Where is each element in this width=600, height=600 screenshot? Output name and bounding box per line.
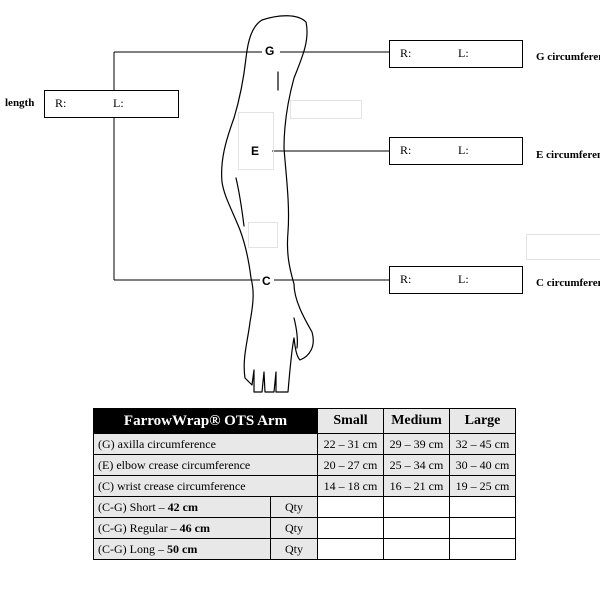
- cell-value: 25 – 34 cm: [383, 454, 450, 476]
- qty-cell[interactable]: [317, 496, 384, 518]
- faint-box: [248, 222, 278, 248]
- size-medium: Medium: [383, 408, 450, 434]
- sizing-table: FarrowWrap® OTS Arm Small Medium Large (…: [93, 408, 516, 560]
- e-l: L:: [458, 143, 469, 157]
- qty-cell[interactable]: [383, 517, 450, 539]
- row-label: (G) axilla circumference: [93, 433, 318, 455]
- g-label: G circumference: [536, 51, 600, 63]
- point-label-g: G: [264, 44, 276, 58]
- c-r: R:: [400, 272, 412, 286]
- g-box[interactable]: R: L:: [389, 40, 523, 68]
- faint-box: [290, 100, 362, 119]
- length-r: R:: [55, 96, 67, 110]
- qty-cell[interactable]: [449, 496, 516, 518]
- length-box[interactable]: R: L:: [44, 90, 179, 118]
- qty-cell[interactable]: [317, 517, 384, 539]
- point-label-c: C: [261, 274, 272, 288]
- qty-label: Qty: [270, 538, 318, 560]
- cell-value: 20 – 27 cm: [317, 454, 384, 476]
- qty-cell[interactable]: [317, 538, 384, 560]
- row-label: (E) elbow crease circumference: [93, 454, 318, 476]
- length-option: (C-G) Short – 42 cm: [93, 496, 271, 518]
- cell-value: 29 – 39 cm: [383, 433, 450, 455]
- length-value: 46 cm: [179, 520, 210, 535]
- qty-cell[interactable]: [383, 538, 450, 560]
- arm-outline: [221, 15, 314, 393]
- qty-cell[interactable]: [383, 496, 450, 518]
- length-option: (C-G) Regular – 46 cm: [93, 517, 271, 539]
- length-value: 50 cm: [167, 541, 198, 556]
- cell-value: 16 – 21 cm: [383, 475, 450, 497]
- size-small: Small: [317, 408, 384, 434]
- length-value: 42 cm: [167, 499, 198, 514]
- length-l: L:: [113, 96, 124, 110]
- cell-value: 14 – 18 cm: [317, 475, 384, 497]
- g-l: L:: [458, 46, 469, 60]
- length-label: length: [5, 97, 35, 109]
- cell-value: 19 – 25 cm: [449, 475, 516, 497]
- length-row-short: (C-G) Short – 42 cm Qty: [93, 496, 516, 518]
- cell-value: 22 – 31 cm: [317, 433, 384, 455]
- length-prefix: (C-G) Regular –: [98, 520, 180, 535]
- c-box[interactable]: R: L:: [389, 266, 523, 294]
- length-prefix: (C-G) Long –: [98, 541, 167, 556]
- c-label: C circumference: [536, 277, 600, 289]
- qty-label: Qty: [270, 517, 318, 539]
- qty-cell[interactable]: [449, 538, 516, 560]
- qty-label: Qty: [270, 496, 318, 518]
- qty-cell[interactable]: [449, 517, 516, 539]
- g-r: R:: [400, 46, 412, 60]
- table-row: (E) elbow crease circumference 20 – 27 c…: [93, 454, 516, 476]
- point-label-e: E: [250, 144, 261, 158]
- faint-box: [526, 234, 600, 260]
- e-r: R:: [400, 143, 412, 157]
- table-title: FarrowWrap® OTS Arm: [93, 408, 318, 434]
- table-row: (G) axilla circumference 22 – 31 cm 29 –…: [93, 433, 516, 455]
- row-label: (C) wrist crease circumference: [93, 475, 318, 497]
- table-row: (C) wrist crease circumference 14 – 18 c…: [93, 475, 516, 497]
- length-row-long: (C-G) Long – 50 cm Qty: [93, 538, 516, 560]
- e-label: E circumference: [536, 149, 600, 161]
- length-row-regular: (C-G) Regular – 46 cm Qty: [93, 517, 516, 539]
- c-l: L:: [458, 272, 469, 286]
- faint-box: [238, 112, 274, 170]
- length-option: (C-G) Long – 50 cm: [93, 538, 271, 560]
- cell-value: 32 – 45 cm: [449, 433, 516, 455]
- e-box[interactable]: R: L:: [389, 137, 523, 165]
- cell-value: 30 – 40 cm: [449, 454, 516, 476]
- size-large: Large: [449, 408, 516, 434]
- length-prefix: (C-G) Short –: [98, 499, 168, 514]
